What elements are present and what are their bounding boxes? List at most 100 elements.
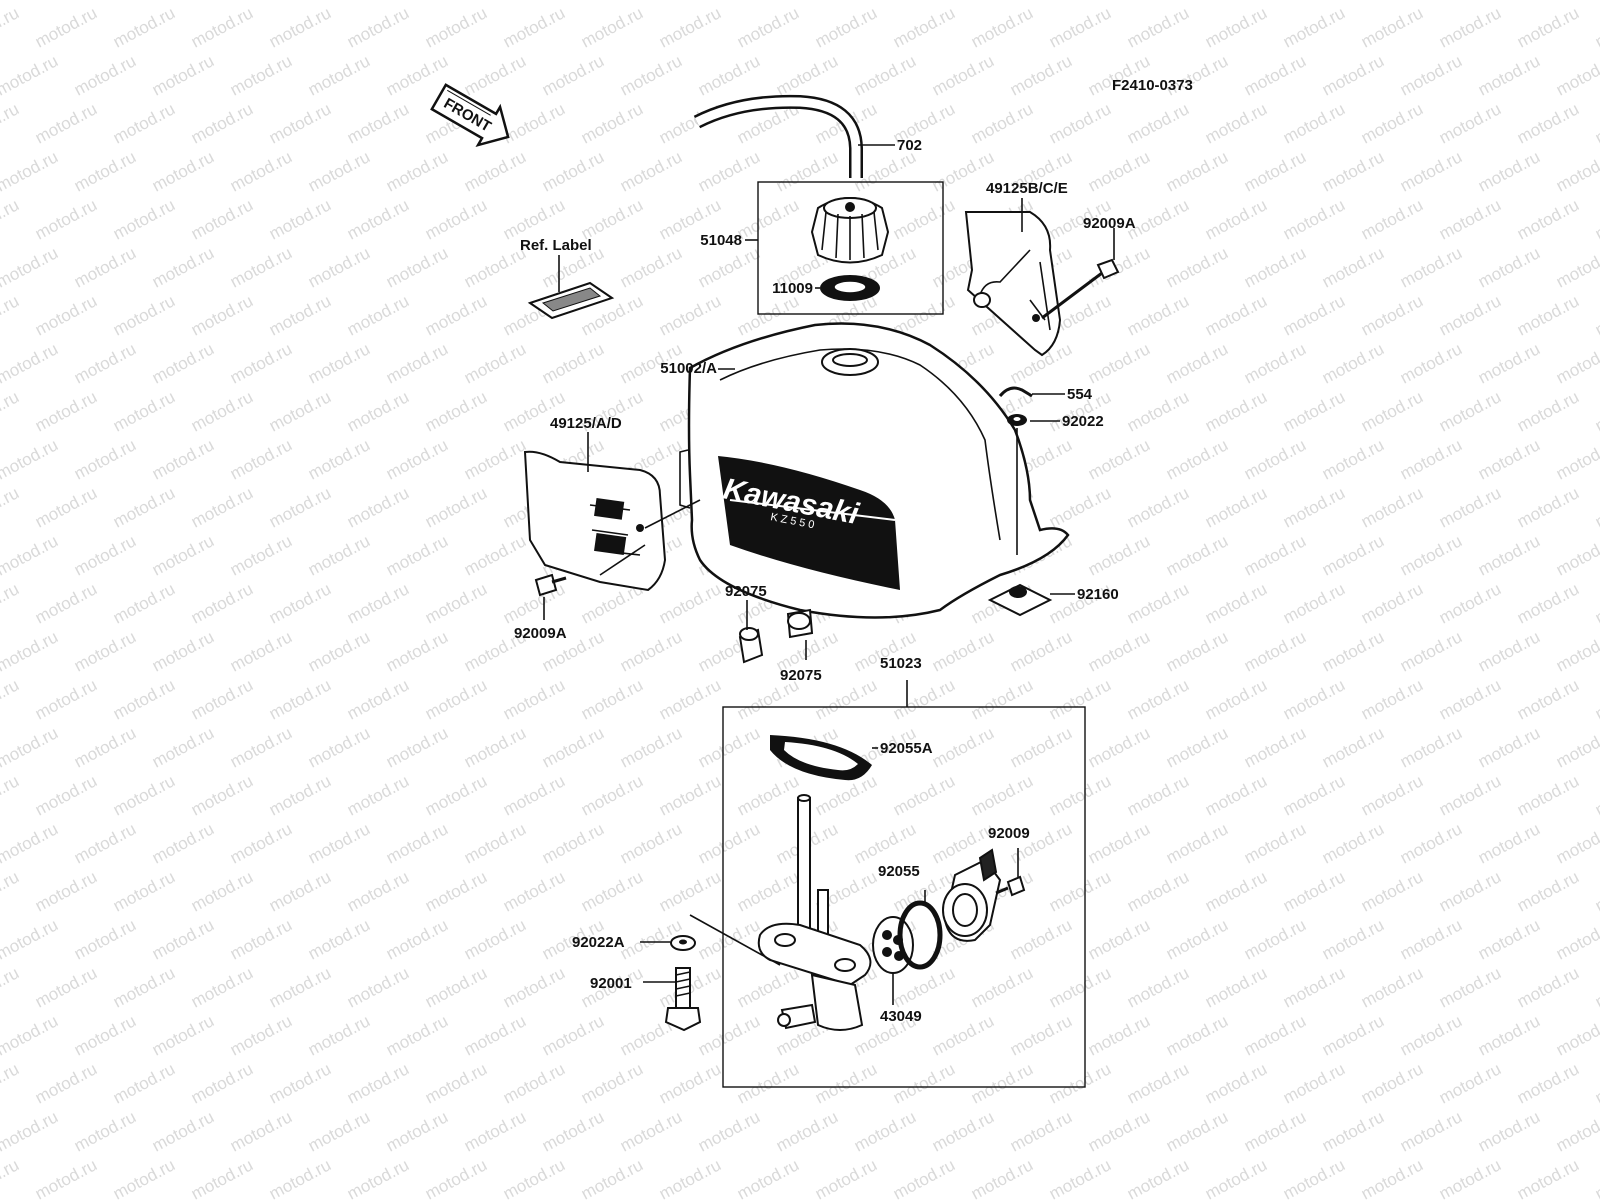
watermark-text: motod.ru	[578, 675, 646, 723]
watermark-text: motod.ru	[1436, 99, 1504, 147]
watermark-text: motod.ru	[422, 771, 490, 819]
watermark-text: motod.ru	[1397, 435, 1465, 483]
watermark-text: motod.ru	[1241, 435, 1309, 483]
watermark-text: motod.ru	[578, 867, 646, 915]
watermark-text: motod.ru	[188, 483, 256, 531]
watermark-text: motod.ru	[227, 1011, 295, 1059]
watermark-text: motod.ru	[266, 3, 334, 51]
watermark-text: motod.ru	[1358, 3, 1426, 51]
watermark-text: motod.ru	[1163, 435, 1231, 483]
watermark-text: motod.ru	[188, 771, 256, 819]
watermark-text: motod.ru	[1163, 0, 1231, 4]
watermark-text: motod.ru	[227, 819, 295, 867]
watermark-text: motod.ru	[383, 627, 451, 675]
watermark-text: motod.ru	[71, 819, 139, 867]
watermark-text: motod.ru	[188, 963, 256, 1011]
watermark-text: motod.ru	[695, 819, 763, 867]
watermark-text: motod.ru	[1319, 243, 1387, 291]
watermark-text: motod.ru	[344, 291, 412, 339]
watermark-text: motod.ru	[110, 1155, 178, 1200]
watermark-text: motod.ru	[1007, 627, 1075, 675]
watermark-text: motod.ru	[734, 963, 802, 1011]
watermark-text: motod.ru	[1163, 915, 1231, 963]
watermark-text: motod.ru	[1202, 675, 1270, 723]
watermark-text: motod.ru	[1085, 243, 1153, 291]
watermark-text: motod.ru	[1124, 99, 1192, 147]
watermark-text: motod.ru	[1124, 483, 1192, 531]
watermark-text: motod.ru	[461, 243, 529, 291]
watermark-text: motod.ru	[1475, 723, 1543, 771]
watermark-text: motod.ru	[851, 1107, 919, 1155]
watermark-text: motod.ru	[1514, 1155, 1582, 1200]
watermark-text: motod.ru	[1280, 483, 1348, 531]
watermark-text: motod.ru	[266, 99, 334, 147]
watermark-text: motod.ru	[539, 0, 607, 4]
figure-id: F2410-0373	[1112, 77, 1193, 94]
watermark-text: motod.ru	[617, 147, 685, 195]
part-number-label-clip: 554	[1067, 386, 1093, 403]
leader-line	[689, 914, 781, 966]
watermark-text: motod.ru	[1397, 531, 1465, 579]
watermark-text: motod.ru	[344, 387, 412, 435]
watermark-text: motod.ru	[1436, 387, 1504, 435]
watermark-text: motod.ru	[734, 195, 802, 243]
watermark-text: motod.ru	[695, 0, 763, 4]
watermark-text: motod.ru	[422, 387, 490, 435]
watermark-text: motod.ru	[344, 579, 412, 627]
watermark-text: motod.ru	[110, 291, 178, 339]
watermark-text: motod.ru	[1163, 339, 1231, 387]
watermark-text: motod.ru	[1397, 1011, 1465, 1059]
cap-assembly-box	[757, 181, 944, 315]
watermark-text: motod.ru	[1592, 1155, 1600, 1200]
o-ring	[897, 900, 943, 970]
watermark-text: motod.ru	[149, 51, 217, 99]
watermark-text: motod.ru	[1163, 723, 1231, 771]
watermark-text: motod.ru	[1163, 531, 1231, 579]
fuel-cock-washer	[670, 935, 696, 951]
watermark-text: motod.ru	[1085, 0, 1153, 4]
watermark-text: motod.ru	[383, 435, 451, 483]
watermark-text: motod.ru	[773, 0, 841, 4]
watermark-text: motod.ru	[539, 723, 607, 771]
watermark-text: motod.ru	[539, 1011, 607, 1059]
watermark-text: motod.ru	[422, 195, 490, 243]
watermark-text: motod.ru	[1358, 291, 1426, 339]
watermark-text: motod.ru	[1202, 99, 1270, 147]
watermark-text: motod.ru	[149, 0, 217, 4]
watermark-text: motod.ru	[1553, 339, 1600, 387]
watermark-text: motod.ru	[1475, 435, 1543, 483]
watermark-text: motod.ru	[734, 1155, 802, 1200]
watermark-text: motod.ru	[1592, 675, 1600, 723]
watermark-text: motod.ru	[1124, 771, 1192, 819]
watermark-text: motod.ru	[617, 819, 685, 867]
watermark-text: motod.ru	[461, 435, 529, 483]
watermark-text: motod.ru	[1436, 963, 1504, 1011]
watermark-text: motod.ru	[1046, 1059, 1114, 1107]
watermark-text: motod.ru	[422, 1059, 490, 1107]
watermark-text: motod.ru	[1046, 483, 1114, 531]
watermark-text: motod.ru	[305, 915, 373, 963]
watermark-text: motod.ru	[1280, 963, 1348, 1011]
watermark-text: motod.ru	[1163, 1107, 1231, 1155]
watermark-text: motod.ru	[149, 1011, 217, 1059]
watermark-text: motod.ru	[617, 51, 685, 99]
watermark-text: motod.ru	[461, 723, 529, 771]
watermark-text: motod.ru	[773, 147, 841, 195]
watermark-text: motod.ru	[890, 1059, 958, 1107]
watermark-text: motod.ru	[422, 579, 490, 627]
watermark-text: motod.ru	[188, 99, 256, 147]
watermark-text: motod.ru	[929, 0, 997, 4]
watermark-text: motod.ru	[1085, 1107, 1153, 1155]
watermark-text: motod.ru	[1319, 723, 1387, 771]
watermark-text: motod.ru	[695, 723, 763, 771]
watermark-text: motod.ru	[383, 147, 451, 195]
watermark-text: motod.ru	[227, 243, 295, 291]
watermark-text: motod.ru	[188, 1059, 256, 1107]
watermark-text: motod.ru	[149, 723, 217, 771]
watermark-text: motod.ru	[695, 243, 763, 291]
part-number-label-washer: 92022	[1062, 413, 1104, 430]
watermark-text: motod.ru	[578, 1155, 646, 1200]
watermark-text: motod.ru	[1475, 819, 1543, 867]
watermark-text: motod.ru	[1436, 675, 1504, 723]
watermark-text: motod.ru	[110, 483, 178, 531]
